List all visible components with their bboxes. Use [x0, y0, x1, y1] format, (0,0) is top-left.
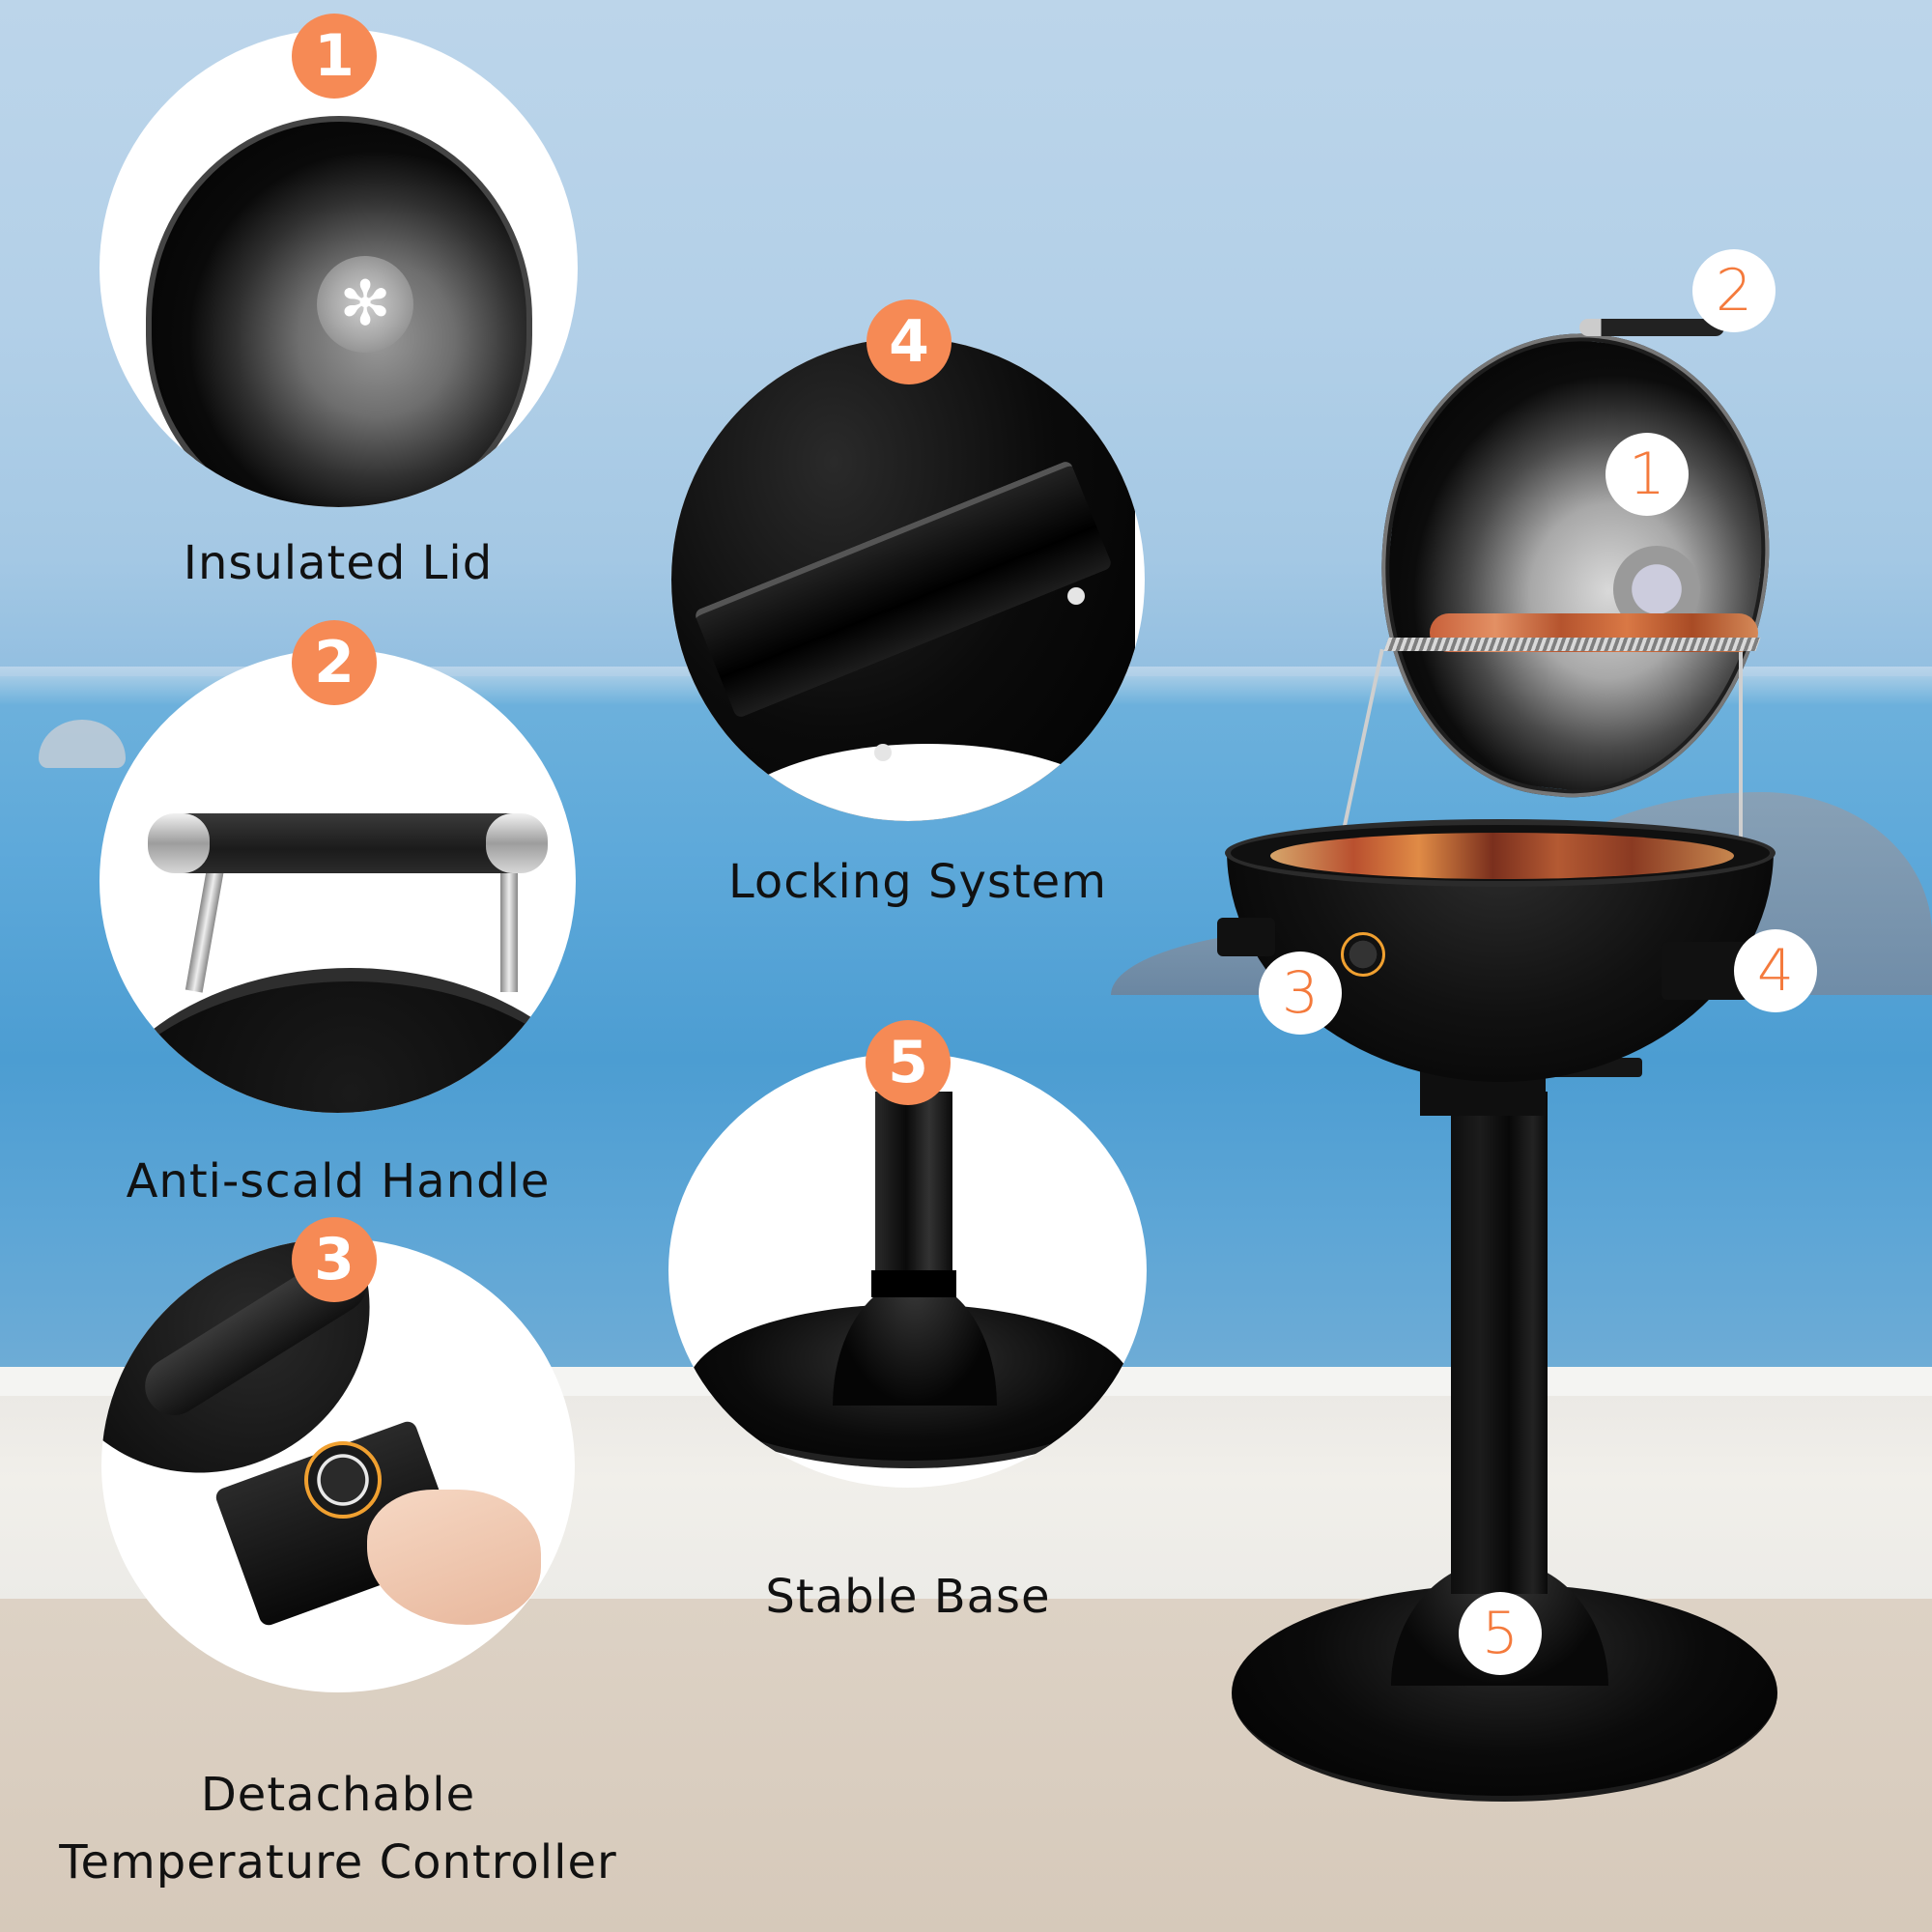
feature-number-badge: 4 — [867, 299, 952, 384]
feature-caption-line2: Temperature Controller — [59, 1835, 617, 1889]
hand — [367, 1490, 541, 1625]
inset-image-handle — [99, 649, 576, 1113]
feature-caption: Stable Base — [765, 1570, 1051, 1624]
base-post — [875, 1092, 952, 1294]
feature-locking-system: 4 Locking System — [667, 280, 1169, 918]
grill-lid-handle — [1579, 319, 1724, 336]
feature-number-badge: 1 — [292, 14, 377, 99]
feature-caption-line1: Detachable — [200, 1768, 476, 1822]
feature-anti-scald-handle: 2 Anti-scald Handle — [0, 599, 676, 1217]
inset-image-base — [668, 1053, 1147, 1488]
feature-temperature-controller: 3 Detachable Temperature Controller — [0, 1217, 676, 1932]
temperature-dial-icon — [304, 1441, 382, 1519]
feature-insulated-lid: ✻ 1 Insulated Lid — [0, 0, 676, 599]
product-marker-5: 5 — [1459, 1592, 1542, 1675]
bracket-hole — [1067, 587, 1085, 605]
warming-rack-leg — [1739, 647, 1743, 840]
feature-number-badge: 3 — [292, 1217, 377, 1302]
product-marker-4: 4 — [1734, 929, 1817, 1012]
feature-caption: Anti-scald Handle — [126, 1154, 551, 1208]
feature-caption: Insulated Lid — [183, 536, 494, 590]
vent-icon: ✻ — [317, 256, 413, 353]
base-ring — [871, 1270, 956, 1297]
feature-caption: Locking System — [728, 855, 1107, 909]
handle-cap — [148, 813, 210, 873]
handle-grip — [157, 813, 544, 873]
inset-image-lid: ✻ — [99, 29, 578, 507]
inset-image-lock — [671, 338, 1145, 821]
inset-image-controller — [101, 1238, 575, 1692]
grill-pole — [1451, 1092, 1548, 1594]
product-marker-2: 2 — [1692, 249, 1776, 332]
base-flare — [833, 1280, 997, 1406]
temperature-knob-icon — [1341, 932, 1385, 977]
food-on-grate — [1270, 833, 1734, 879]
handle-cap — [486, 813, 548, 873]
warming-rack — [1383, 638, 1761, 651]
handle-post — [185, 866, 225, 993]
feature-stable-base: 5 Stable Base — [657, 1005, 1159, 1624]
product-marker-1: 1 — [1605, 433, 1689, 516]
feature-number-badge: 2 — [292, 620, 377, 705]
bracket-hole — [874, 744, 892, 761]
handle-post — [500, 867, 518, 992]
grill-side-handle — [1217, 918, 1275, 956]
feature-number-badge: 5 — [866, 1020, 951, 1105]
product-marker-3: 3 — [1259, 952, 1342, 1035]
